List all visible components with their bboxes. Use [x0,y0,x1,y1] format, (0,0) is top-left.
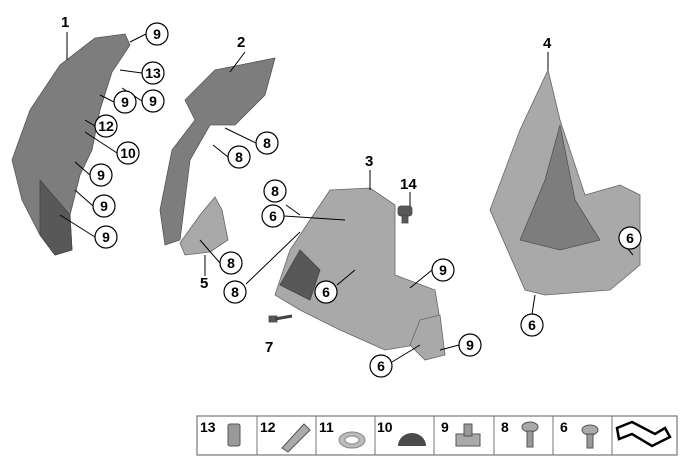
callout: 9 [141,89,165,113]
screw-icon [581,424,599,449]
callout: 6 [618,226,642,250]
callout: 8 [263,179,287,203]
arrow-symbol-icon [615,420,672,448]
spring-clip-icon [281,423,311,453]
svg-text:8: 8 [227,255,235,271]
label-part-1: 1 [61,14,69,31]
svg-text:10: 10 [120,145,136,161]
callout: 6 [314,280,338,304]
hardware-legend: 13 12 11 10 9 8 6 [196,415,678,456]
callout: 9 [113,90,137,114]
label-part-3: 3 [365,153,373,170]
part-4-inner [519,124,601,251]
svg-text:6: 6 [528,317,536,333]
part-1-shadow [39,178,73,256]
label-part-2: 2 [237,34,245,51]
part-14-screw [397,205,413,224]
part-3-lower [409,314,446,361]
label-part-14: 14 [400,176,417,193]
callout: 6 [369,354,393,378]
callout: 6 [520,313,544,337]
legend-label-13: 13 [200,419,216,435]
legend-label-8: 8 [501,419,509,435]
callout: 6 [261,204,285,228]
label-part-5: 5 [200,275,208,292]
legend-label-6: 6 [560,419,568,435]
svg-text:9: 9 [121,94,129,110]
callout: 10 [116,141,140,165]
part-3-shadow [279,249,321,301]
svg-text:9: 9 [153,26,161,42]
label-part-7: 7 [265,339,273,356]
clip-icon [227,423,241,447]
cap-icon [398,433,426,446]
svg-text:6: 6 [269,208,277,224]
svg-text:8: 8 [231,284,239,300]
part-7-screw [268,314,293,323]
legend-label-12: 12 [260,419,276,435]
callout: 9 [145,22,169,46]
callout: 9 [92,194,116,218]
part-2-cover [159,57,276,246]
svg-text:8: 8 [271,183,279,199]
callout: 12 [94,114,118,138]
callout: 8 [223,280,247,304]
svg-text:9: 9 [100,198,108,214]
svg-text:8: 8 [263,135,271,151]
callout: 9 [94,225,118,249]
screw-icon [521,421,539,448]
part-5-panel [179,196,229,256]
svg-text:13: 13 [145,65,161,81]
callout: 9 [89,163,113,187]
svg-text:6: 6 [377,358,385,374]
leader-lines [59,32,634,363]
legend-label-11: 11 [319,419,334,435]
part-3-bracket [274,187,441,351]
callout: 9 [458,333,482,357]
svg-text:9: 9 [439,262,447,278]
svg-text:9: 9 [466,337,474,353]
svg-text:9: 9 [149,93,157,109]
callout: 9 [431,258,455,282]
svg-text:8: 8 [235,149,243,165]
callout: 8 [255,131,279,155]
callout: 13 [141,61,165,85]
svg-text:9: 9 [97,167,105,183]
legend-label-10: 10 [377,419,393,435]
svg-text:9: 9 [102,229,110,245]
svg-text:6: 6 [626,230,634,246]
label-part-4: 4 [543,35,552,52]
callout: 8 [227,145,251,169]
washer-icon [338,431,366,449]
legend-label-9: 9 [441,419,449,435]
svg-text:12: 12 [98,118,114,134]
svg-text:6: 6 [322,284,330,300]
callout: 8 [219,251,243,275]
cage-nut-icon [455,423,481,447]
